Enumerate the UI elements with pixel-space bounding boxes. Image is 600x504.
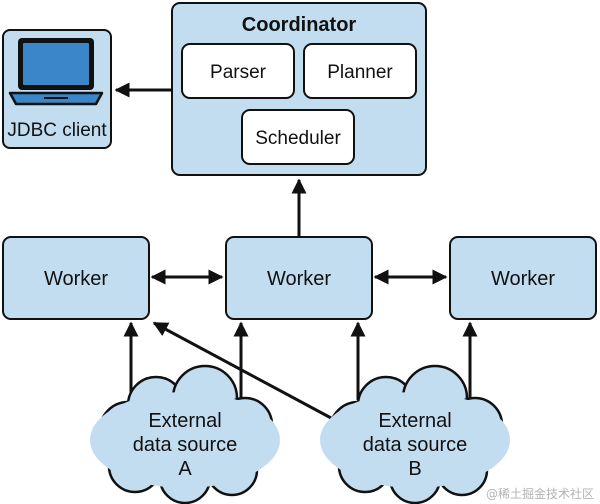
scheduler-label: Scheduler	[255, 128, 341, 149]
jdbc-client-label: JDBC client	[7, 120, 107, 141]
planner-label: Planner	[327, 62, 393, 83]
scheduler-box: Scheduler	[241, 109, 355, 165]
worker-node-right: Worker	[449, 236, 597, 320]
watermark-text: @稀土掘金技术社区	[486, 486, 594, 501]
source-a-line2: data source	[133, 434, 238, 456]
worker-center-label: Worker	[267, 268, 331, 290]
planner-box: Planner	[303, 43, 417, 99]
connector-arrows	[114, 82, 478, 428]
coordinator-title: Coordinator	[242, 14, 357, 36]
worker-node-center: Worker	[225, 236, 373, 320]
external-data-source-b: External data source B	[320, 364, 510, 504]
parser-label: Parser	[210, 62, 267, 83]
worker-right-label: Worker	[491, 268, 555, 290]
source-b-line2: data source	[363, 434, 468, 456]
arrow-source-b-to-left-worker-diagonal	[152, 321, 347, 428]
source-a-line3: A	[178, 458, 192, 480]
laptop-icon	[8, 38, 104, 106]
jdbc-client-node: JDBC client	[2, 29, 112, 149]
source-b-line1: External	[378, 410, 451, 432]
external-data-source-a: External data source A	[90, 364, 280, 504]
coordinator-node: Coordinator Parser Planner Scheduler	[171, 2, 427, 176]
parser-box: Parser	[181, 43, 295, 99]
worker-left-label: Worker	[44, 268, 108, 290]
source-a-line1: External	[148, 410, 221, 432]
worker-node-left: Worker	[2, 236, 150, 320]
source-b-line3: B	[408, 458, 421, 480]
